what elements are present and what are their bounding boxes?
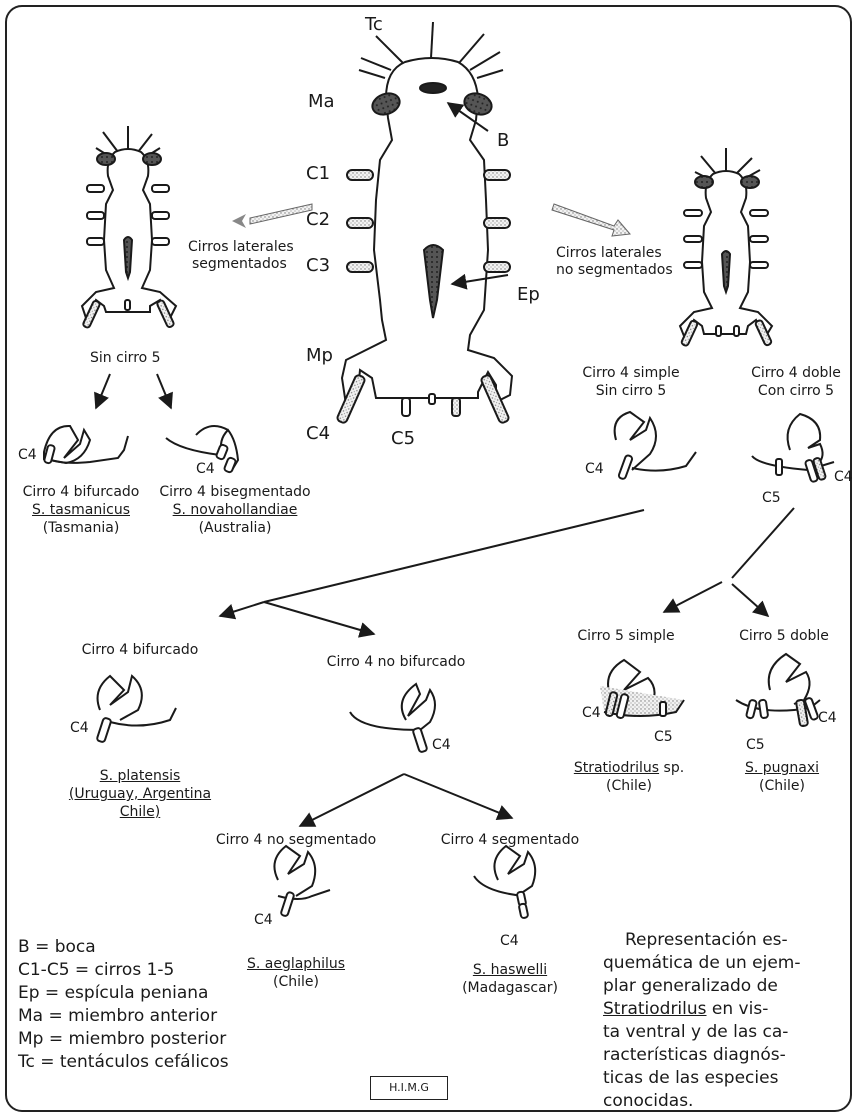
sketch-stratiodrilus-sp — [600, 660, 684, 719]
right-specimen — [680, 148, 772, 346]
novahollandiae-name: S. novahollandiae — [173, 502, 298, 518]
no-bifurcado-label: Cirro 4 no bifurcado — [327, 654, 466, 670]
caption-line: quemática de un ejem- — [603, 952, 829, 975]
caption-line: Stratiodrilus en vis- — [603, 998, 829, 1021]
legend: B = boca C1-C5 = cirros 1-5 Ep = espícul… — [18, 936, 229, 1074]
option-b-c5: C5 — [762, 490, 781, 506]
central-specimen — [336, 22, 512, 424]
aeglaphilus-c4: C4 — [254, 912, 273, 928]
label-tc: Tc — [365, 17, 383, 33]
sketch-aeglaphilus — [274, 846, 330, 917]
haswelli-name: S. haswelli — [473, 962, 547, 978]
label-b: B — [497, 133, 509, 149]
caption-line: ticas de las especies — [603, 1067, 829, 1090]
novahollandiae-desc: Cirro 4 bisegmentado — [159, 484, 310, 500]
option-a-line-2: Sin cirro 5 — [596, 383, 667, 399]
haswelli-c4: C4 — [500, 933, 519, 949]
stratiodrilus-sp-name: Stratiodrilus sp. — [574, 760, 684, 776]
caption-line: ta ventral y de las ca- — [603, 1021, 829, 1044]
platensis-region-1: (Uruguay, Argentina — [69, 786, 211, 802]
left-specimen — [82, 126, 176, 328]
aeglaphilus-name: S. aeglaphilus — [247, 956, 345, 972]
caption-genus: Stratiodrilus — [603, 999, 707, 1019]
label-c4: C4 — [306, 426, 330, 442]
haswelli-region: (Madagascar) — [462, 980, 558, 996]
sketch-platensis — [96, 676, 176, 743]
caption-line: Representación es- — [603, 929, 829, 952]
stratiodrilus-sp-region: (Chile) — [606, 778, 652, 794]
option-b-line-2: Con cirro 5 — [758, 383, 834, 399]
label-c3: C3 — [306, 258, 330, 274]
sketch-no-bifurcado — [350, 684, 435, 753]
caption-line: plar generalizado de — [603, 975, 829, 998]
label-c5: C5 — [391, 431, 415, 447]
legend-item: Mp = miembro posterior — [18, 1028, 229, 1051]
label-ep: Ep — [517, 287, 540, 303]
tasmanicus-c4: C4 — [18, 447, 37, 463]
label-c2: C2 — [306, 212, 330, 228]
cirro-5-doble-label: Cirro 5 doble — [739, 628, 829, 644]
label-c1: C1 — [306, 166, 330, 182]
bifurcado-label: Cirro 4 bifurcado — [82, 642, 199, 658]
left-arrow-label-2: segmentados — [192, 256, 287, 272]
sketch-haswelli — [474, 846, 535, 918]
option-a-line-1: Cirro 4 simple — [582, 365, 679, 381]
pugnaxi-name: S. pugnaxi — [745, 760, 819, 776]
right-arrow-label-1: Cirros laterales — [556, 245, 662, 261]
legend-item: Tc = tentáculos cefálicos — [18, 1051, 229, 1074]
simple-c4: C4 — [582, 705, 601, 721]
cirro-5-simple-label: Cirro 5 simple — [577, 628, 674, 644]
right-arrow-label-2: no segmentados — [556, 262, 673, 278]
legend-item: C1-C5 = cirros 1-5 — [18, 959, 229, 982]
label-ma: Ma — [308, 94, 335, 110]
aeglaphilus-region: (Chile) — [273, 974, 319, 990]
novahollandiae-region: (Australia) — [199, 520, 272, 536]
right-big-arrow — [552, 204, 630, 236]
option-a-c4: C4 — [585, 461, 604, 477]
sketch-pugnaxi — [736, 654, 820, 726]
option-b-line-1: Cirro 4 doble — [751, 365, 841, 381]
simple-c5: C5 — [654, 729, 673, 745]
tasmanicus-desc: Cirro 4 bifurcado — [23, 484, 140, 500]
platensis-region-2: Chile) — [120, 804, 161, 820]
left-arrow-label-1: Cirros laterales — [188, 239, 294, 255]
caption-line: conocidas. — [603, 1090, 829, 1113]
sketch-c4-simple — [615, 412, 696, 480]
left-sub-label: Sin cirro 5 — [90, 350, 161, 366]
legend-item: Ma = miembro anterior — [18, 1005, 229, 1028]
novahollandiae-c4: C4 — [196, 461, 215, 477]
sketch-c4-doble — [752, 414, 834, 482]
pugnaxi-region: (Chile) — [759, 778, 805, 794]
tasmanicus-name: S. tasmanicus — [32, 502, 130, 518]
sketch-tasmanicus — [44, 426, 128, 464]
figure-caption: Representación es- quemática de un ejem-… — [603, 929, 829, 1113]
author-signature: H.I.M.G — [370, 1076, 448, 1100]
doble-c4: C4 — [818, 710, 837, 726]
segmentado-label: Cirro 4 segmentado — [441, 832, 579, 848]
label-mp: Mp — [306, 348, 333, 364]
tasmanicus-region: (Tasmania) — [43, 520, 120, 536]
no-segmentado-label: Cirro 4 no segmentado — [216, 832, 376, 848]
legend-item: Ep = espícula peniana — [18, 982, 229, 1005]
doble-c5: C5 — [746, 737, 765, 753]
platensis-name: S. platensis — [100, 768, 181, 784]
no-bifurcado-c4: C4 — [432, 737, 451, 753]
left-big-arrow-body — [250, 204, 312, 224]
platensis-c4: C4 — [70, 720, 89, 736]
legend-item: B = boca — [18, 936, 229, 959]
option-b-c4: C4 — [834, 469, 853, 485]
caption-line: racterísticas diagnós- — [603, 1044, 829, 1067]
